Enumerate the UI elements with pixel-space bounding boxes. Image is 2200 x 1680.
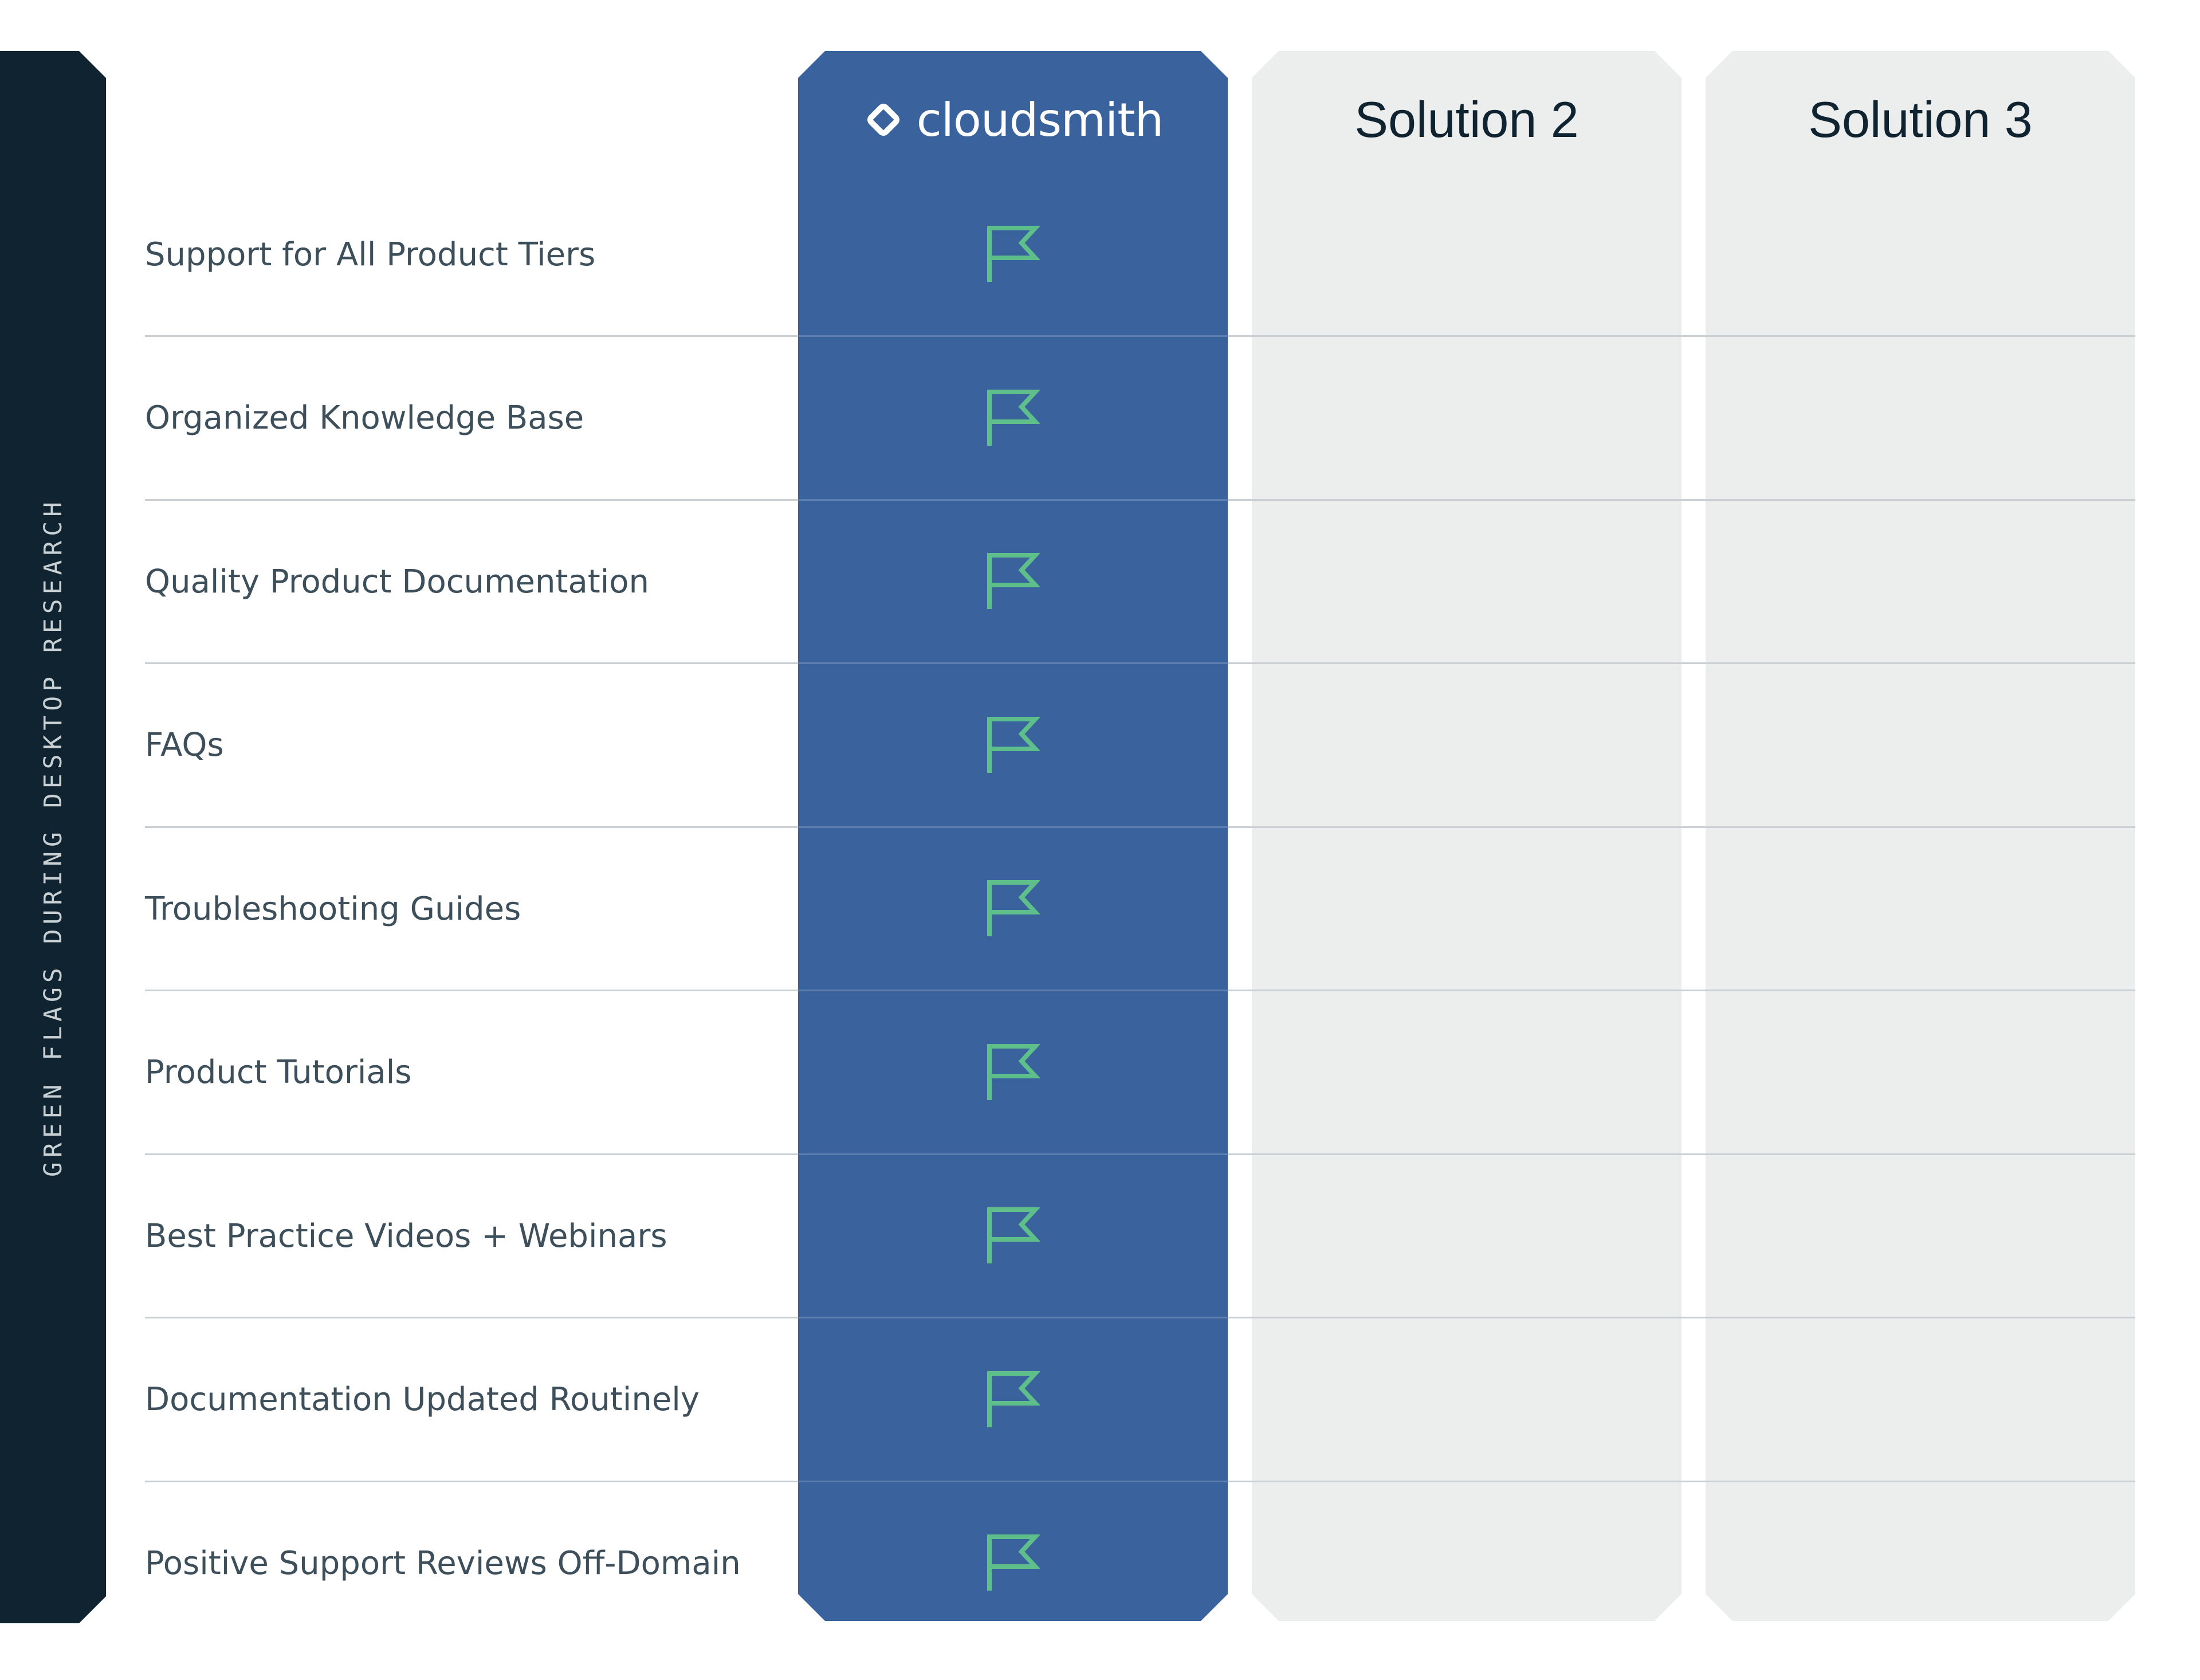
row-divider (798, 1317, 1228, 1318)
row-divider (1706, 498, 2135, 501)
cloudsmith-cell (798, 665, 1228, 826)
flag-icon (986, 1370, 1040, 1430)
row-divider (1706, 662, 2135, 664)
row-divider (1228, 826, 1252, 828)
flag-icon (986, 716, 1040, 775)
row-label: Organized Knowledge Base (145, 399, 584, 437)
row-divider (1228, 662, 1252, 664)
flag-icon (986, 552, 1040, 611)
cloudsmith-cell (798, 337, 1228, 499)
sidebar-label: GREEN FLAGS DURING DESKTOP RESEARCH (38, 497, 68, 1177)
row-divider (798, 1480, 1228, 1482)
row-label: Troubleshooting Guides (145, 890, 521, 928)
row-divider (1252, 1480, 1682, 1482)
column-header-cloudsmith: cloudsmith (798, 51, 1228, 189)
row-label: Documentation Updated Routinely (145, 1381, 700, 1418)
row-divider (145, 1480, 798, 1482)
row-divider (1706, 1480, 2135, 1482)
row-divider (1682, 826, 1706, 828)
row-divider (145, 1153, 798, 1155)
row-label: Best Practice Videos + Webinars (145, 1217, 667, 1255)
row-divider (1682, 335, 1706, 337)
row-divider (1228, 1480, 1252, 1482)
row-divider (145, 826, 798, 828)
flag-icon (986, 1206, 1040, 1266)
row-divider (1228, 335, 1252, 337)
row-divider (1706, 1153, 2135, 1155)
row-divider (1682, 662, 1706, 664)
row-divider (1682, 1153, 1706, 1155)
column-header-solution-3: Solution 3 (1808, 91, 2033, 148)
row-label: FAQs (145, 727, 224, 764)
row-divider (1228, 498, 1252, 501)
column-header-solution-2: Solution 2 (1354, 91, 1579, 148)
row-divider (798, 335, 1228, 337)
row-divider (145, 990, 798, 991)
row-divider (1682, 990, 1706, 991)
row-divider (1252, 826, 1682, 828)
row-divider (1252, 662, 1682, 664)
cloudsmith-cell (798, 501, 1228, 662)
column-solution-3: Solution 3 (1706, 51, 2135, 1621)
cloudsmith-cell (798, 174, 1228, 335)
row-label: Positive Support Reviews Off-Domain (145, 1544, 741, 1582)
cloudsmith-cell (798, 1319, 1228, 1481)
cloudsmith-cell (798, 1155, 1228, 1317)
row-divider (1706, 826, 2135, 828)
cloudsmith-cell (798, 828, 1228, 990)
row-divider (145, 662, 798, 664)
sidebar-banner: GREEN FLAGS DURING DESKTOP RESEARCH (0, 51, 106, 1623)
row-divider (1706, 1317, 2135, 1318)
row-divider (798, 990, 1228, 991)
row-divider (1252, 335, 1682, 337)
cloudsmith-diamond-logo-icon (863, 99, 904, 140)
row-label: Support for All Product Tiers (145, 235, 596, 273)
row-divider (1706, 335, 2135, 337)
row-divider (798, 1153, 1228, 1155)
row-divider (1228, 990, 1252, 991)
row-divider (145, 335, 798, 337)
row-divider (798, 826, 1228, 828)
row-divider (798, 498, 1228, 501)
cloudsmith-wordmark: cloudsmith (916, 93, 1164, 147)
row-divider (145, 1317, 798, 1318)
row-divider (1228, 1153, 1252, 1155)
row-label: Product Tutorials (145, 1054, 412, 1091)
row-divider (1252, 990, 1682, 991)
column-cloudsmith: cloudsmith (798, 51, 1228, 1621)
row-divider (798, 662, 1228, 664)
row-divider (1252, 498, 1682, 501)
column-solution-2: Solution 2 (1252, 51, 1682, 1621)
row-label: Quality Product Documentation (145, 563, 650, 600)
row-divider (1682, 1317, 1706, 1318)
flag-icon (986, 225, 1040, 284)
row-divider (145, 498, 798, 501)
flag-icon (986, 1043, 1040, 1102)
row-divider (1682, 1480, 1706, 1482)
cloudsmith-cell (798, 1482, 1228, 1621)
row-divider (1252, 1153, 1682, 1155)
cloudsmith-logo: cloudsmith (863, 93, 1164, 147)
cloudsmith-cell (798, 992, 1228, 1153)
flag-icon (986, 388, 1040, 448)
row-divider (1706, 990, 2135, 991)
row-divider (1228, 1317, 1252, 1318)
row-divider (1682, 498, 1706, 501)
flag-icon (986, 1533, 1040, 1593)
flag-icon (986, 879, 1040, 939)
row-divider (1252, 1317, 1682, 1318)
